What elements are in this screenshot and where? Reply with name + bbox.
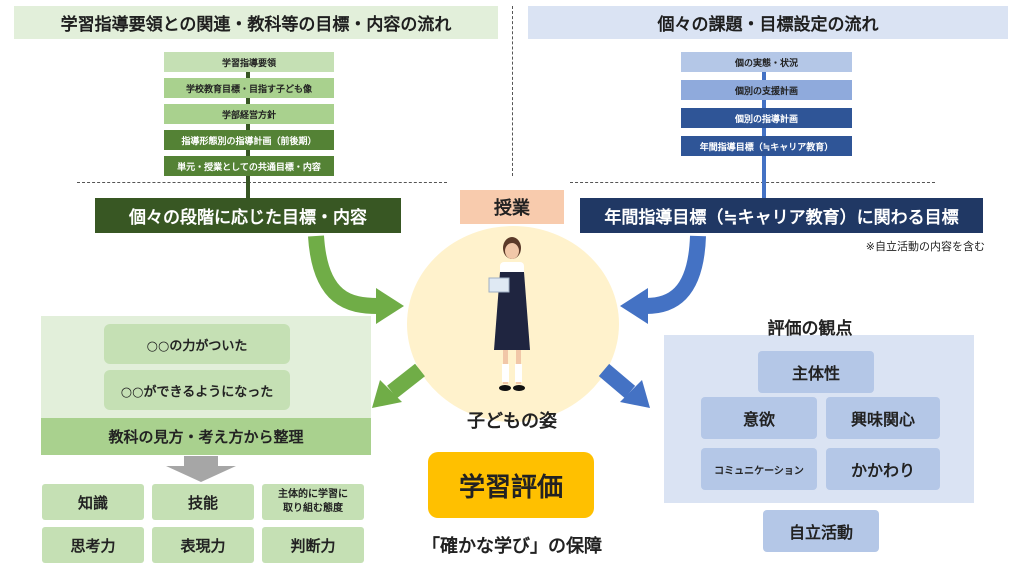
knowledge-box: 知識 — [42, 484, 144, 520]
child-caption: 子どもの姿 — [467, 411, 557, 432]
self-reliance-box: 自立活動 — [763, 510, 879, 552]
subject-perspective-bar: 教科の見方・考え方から整理 — [41, 418, 371, 455]
child-ellipse — [407, 226, 619, 422]
annual-goal-box: 年間指導目標（≒キャリア教育） — [681, 136, 852, 156]
blue-diagonal-arrow-icon — [598, 363, 650, 408]
curriculum-guideline-box: 学習指導要領 — [164, 52, 334, 72]
achievement-pill-ability: ○○の力がついた — [104, 324, 290, 364]
teaching-plan-box: 指導形態別の指導計画（前後期） — [164, 130, 334, 150]
support-plan-box: 個別の支援計画 — [681, 80, 852, 100]
communication-box: コミュニケーション — [701, 448, 817, 490]
evaluation-viewpoint-title: 評価の観点 — [767, 318, 853, 339]
stage-goal-bar: 個々の段階に応じた目標・内容 — [95, 198, 401, 233]
right-horizontal-divider — [570, 182, 935, 183]
annual-goal-bar: 年間指導目標（≒キャリア教育）に関わる目標 — [580, 198, 983, 233]
proactive-attitude-box: 主体的に学習に 取り組む態度 — [262, 484, 364, 520]
initiative-box: 主体性 — [758, 351, 874, 393]
judgment-box: 判断力 — [262, 527, 364, 563]
vertical-divider — [512, 6, 513, 176]
skills-box: 技能 — [152, 484, 254, 520]
achievement-pill-can-do: ○○ができるようになった — [104, 370, 290, 410]
individual-teaching-plan-box: 個別の指導計画 — [681, 108, 852, 128]
department-policy-box: 学部経営方針 — [164, 104, 334, 124]
learning-evaluation-badge: 学習評価 — [428, 452, 594, 518]
left-section-header: 学習指導要領との関連・教科等の目標・内容の流れ — [14, 6, 498, 39]
left-flow-line — [246, 58, 250, 198]
green-diagonal-arrow-icon — [372, 363, 425, 408]
motivation-box: 意欲 — [701, 397, 817, 439]
grey-down-arrow-icon — [166, 456, 236, 482]
interest-box: 興味関心 — [826, 397, 940, 439]
thinking-box: 思考力 — [42, 527, 144, 563]
unit-common-goal-box: 単元・授業としての共通目標・内容 — [164, 156, 334, 176]
blue-curved-arrow-icon — [620, 235, 706, 324]
left-horizontal-divider — [77, 182, 447, 183]
proactive-attitude-line-1: 主体的に学習に — [278, 489, 348, 500]
proactive-attitude-line-2: 取り組む態度 — [283, 503, 343, 514]
green-curved-arrow-icon — [308, 235, 404, 324]
self-reliance-note: ※自立活動の内容を含む — [865, 240, 985, 253]
involvement-box: かかわり — [826, 448, 940, 490]
assurance-text: 「確かな学び」の保障 — [422, 536, 602, 557]
right-section-header: 個々の課題・目標設定の流れ — [528, 6, 1008, 39]
expression-box: 表現力 — [152, 527, 254, 563]
lesson-label: 授業 — [460, 190, 564, 224]
school-goal-box: 学校教育目標・目指す子ども像 — [164, 78, 334, 98]
individual-status-box: 個の実態・状況 — [681, 52, 852, 72]
right-flow-line — [762, 58, 766, 198]
